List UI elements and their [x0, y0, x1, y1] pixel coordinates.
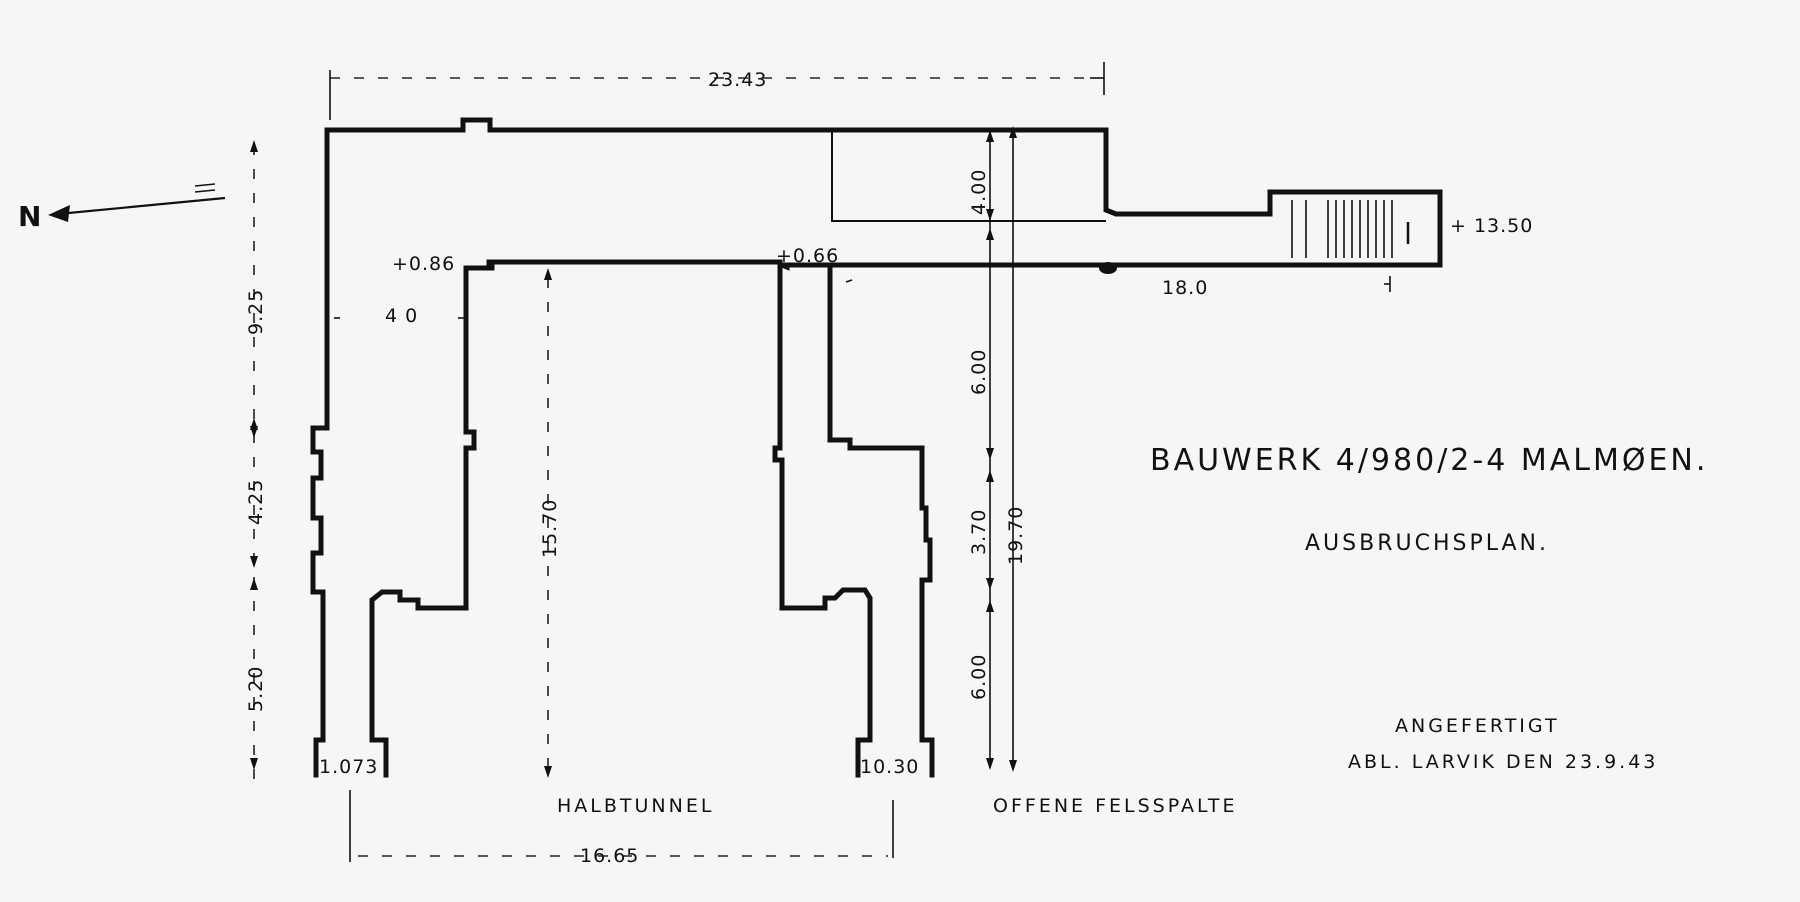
elev-right-end: + 13.50	[1450, 215, 1533, 237]
left-dimension: 9.25 4.25 5.20	[245, 140, 267, 780]
dim-left-2: 4.25	[245, 479, 267, 525]
stairs	[1291, 200, 1410, 258]
dim-left-1: 9.25	[245, 289, 267, 335]
half-tunnel-dimension: 15.70	[539, 268, 561, 778]
dim-half-tunnel: 15.70	[539, 499, 561, 558]
dim-room-depth: 4.00	[968, 169, 990, 215]
right-dimensions: 4.00 6.00 3.70 6.00 19.70	[968, 126, 1027, 772]
label-open-crevice: OFFENE FELSSPALTE	[993, 795, 1238, 817]
dim-passage-length: 18.0	[1162, 277, 1208, 299]
drawing-title: BAUWERK 4/980/2-4 MALMØEN.	[1150, 443, 1708, 478]
bottom-dimension: 16.65	[349, 790, 894, 867]
dim-top-width: 23.43	[708, 69, 767, 91]
pillar-mark	[1099, 262, 1117, 274]
inner-wall-upper	[486, 259, 783, 423]
north-label: N	[18, 200, 41, 233]
dim-left-corridor: 4 0	[385, 305, 418, 327]
dim-right-3: 6.00	[968, 654, 990, 700]
top-dimension: 23.43	[329, 62, 1105, 120]
elev-mid-bottom: 10.30	[860, 756, 919, 778]
drawing-subtitle: AUSBRUCHSPLAN.	[1305, 531, 1549, 556]
dim-left-3: 5.20	[245, 666, 267, 712]
middle-block	[772, 259, 873, 778]
elev-mid-top: +0.66	[776, 245, 839, 267]
made-by-line-1: ANGEFERTIGT	[1395, 715, 1560, 737]
elev-left-bottom: 1.073	[319, 756, 378, 778]
label-half-tunnel: HALBTUNNEL	[557, 795, 714, 817]
made-by-line-2: ABL. LARVIK DEN 23.9.43	[1348, 751, 1658, 773]
dim-right-1: 6.00	[968, 349, 990, 395]
dim-bottom-width: 16.65	[580, 845, 639, 867]
dim-right-total: 19.70	[1005, 506, 1027, 565]
middle-block-right	[827, 262, 935, 778]
dim-right-2: 3.70	[968, 509, 990, 555]
north-arrow: N	[18, 183, 226, 233]
room-partition	[831, 130, 1106, 222]
elev-left-top: +0.86	[392, 253, 455, 275]
